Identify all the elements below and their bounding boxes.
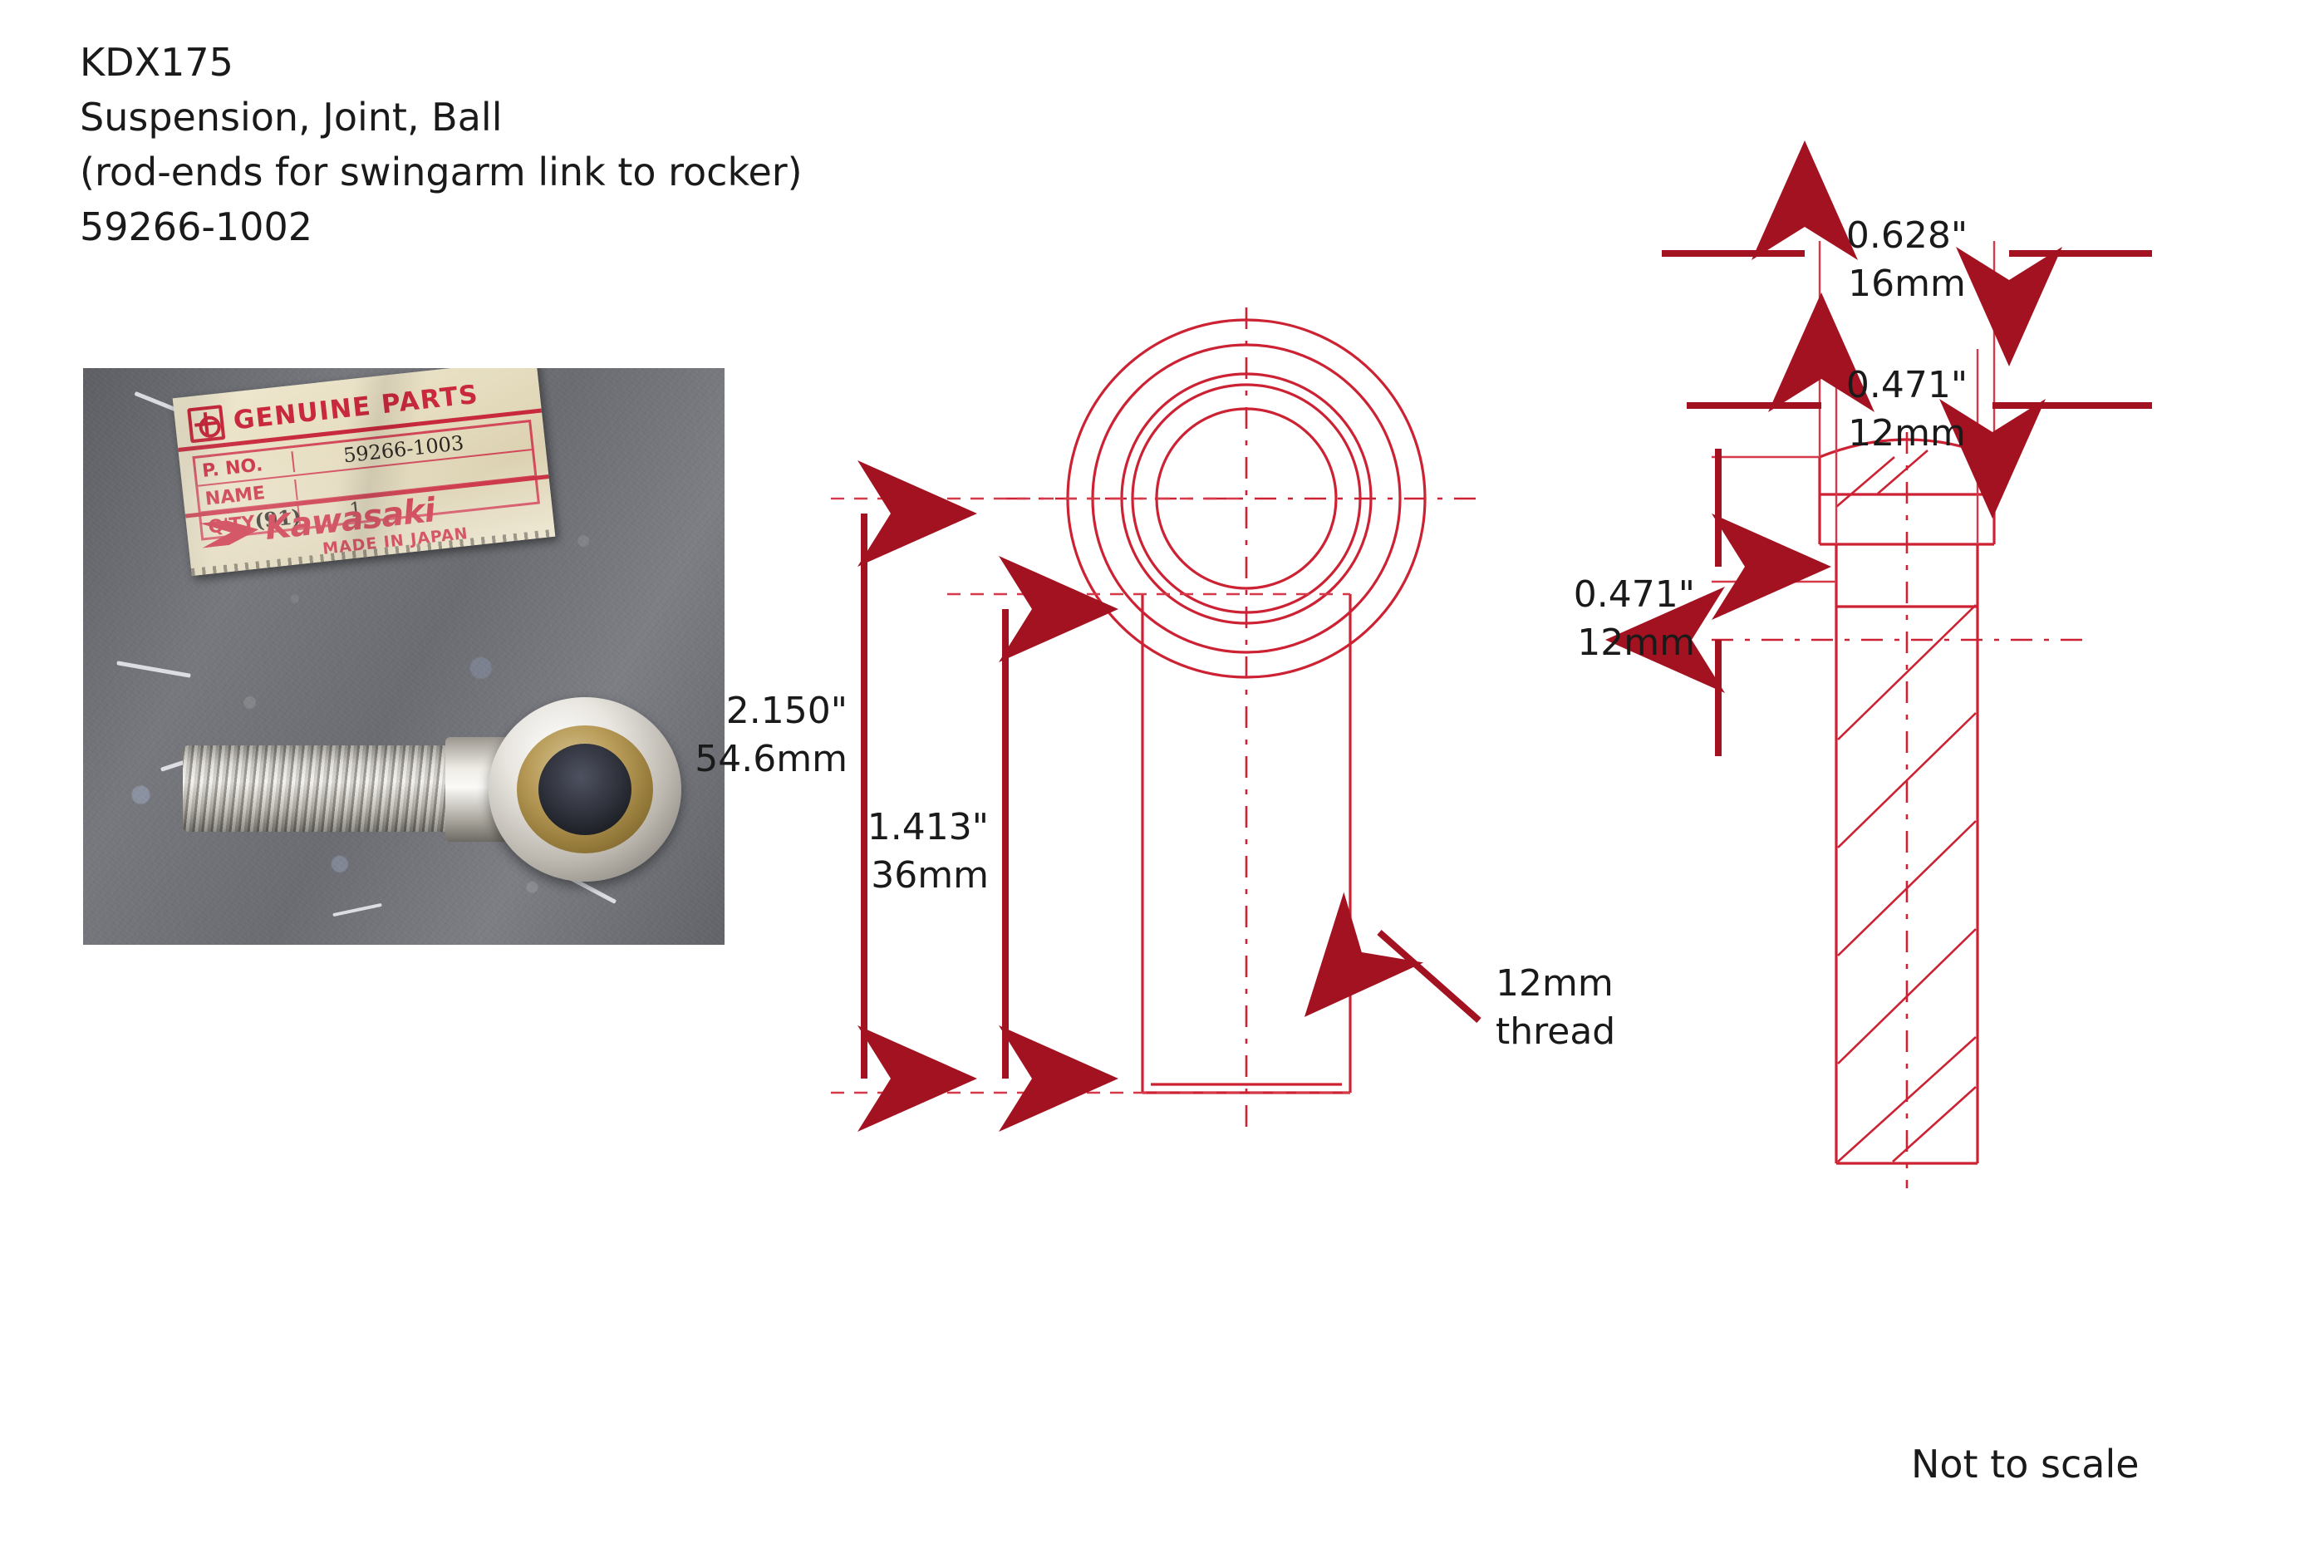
dimension-bore-width: 0.471" 12mm xyxy=(1687,292,2152,519)
thread-callout-line1: 12mm xyxy=(1496,962,1614,1005)
dimension-shank-length: 1.413" 36mm xyxy=(867,556,1118,1132)
head-height-mm: 12mm xyxy=(1577,622,1695,664)
reference-photo: GENUINE PARTS P. NO. 59266-1003 NAME Q'T… xyxy=(83,368,725,945)
thread-leader-line xyxy=(1304,892,1481,1023)
side-view-section-hatching xyxy=(1835,450,1977,1162)
callout-thread: 12mm thread xyxy=(1304,892,1615,1053)
overall-dim-inches: 2.150" xyxy=(726,690,848,732)
tag-genuine-parts-text: GENUINE PARTS xyxy=(232,379,480,436)
part-number: 59266-1002 xyxy=(80,204,312,249)
overall-dim-mm: 54.6mm xyxy=(695,738,848,780)
scale-footnote: Not to scale xyxy=(1911,1442,2140,1487)
side-view-centerlines xyxy=(1712,432,2094,1188)
part-thread-texture xyxy=(183,745,457,832)
bore-width-mm: 12mm xyxy=(1848,412,1966,455)
part-description: Suspension, Joint, Ball xyxy=(80,95,503,140)
dimension-overall-length: 2.150" 54.6mm xyxy=(695,460,977,1132)
dimension-head-height: 0.471" 12mm xyxy=(1574,449,1831,756)
part-bore xyxy=(538,744,631,835)
part-threaded-shank xyxy=(183,745,457,832)
kawasaki-mark-icon xyxy=(187,405,226,444)
title-block: KDX175 Suspension, Joint, Ball (rod-ends… xyxy=(80,35,803,254)
kawasaki-chevron-icon xyxy=(199,517,260,548)
shank-dim-inches: 1.413" xyxy=(867,806,989,848)
part-note: (rod-ends for swingarm link to rocker) xyxy=(80,150,803,194)
shank-dim-mm: 36mm xyxy=(871,854,989,897)
head-height-inches: 0.471" xyxy=(1574,573,1695,616)
page-title: KDX175 xyxy=(80,40,233,85)
head-width-mm: 16mm xyxy=(1848,263,1966,305)
thread-callout-line2: thread xyxy=(1496,1010,1615,1053)
rod-end-part xyxy=(181,694,713,885)
technical-drawing: 2.150" 54.6mm 1.413" 36mm 12mm thread xyxy=(695,140,2277,1554)
front-view-centerlines xyxy=(1005,307,1479,1130)
head-width-inches: 0.628" xyxy=(1846,214,1968,257)
dimension-head-width: 0.628" 16mm xyxy=(1662,140,2152,366)
bore-width-inches: 0.471" xyxy=(1846,364,1968,406)
